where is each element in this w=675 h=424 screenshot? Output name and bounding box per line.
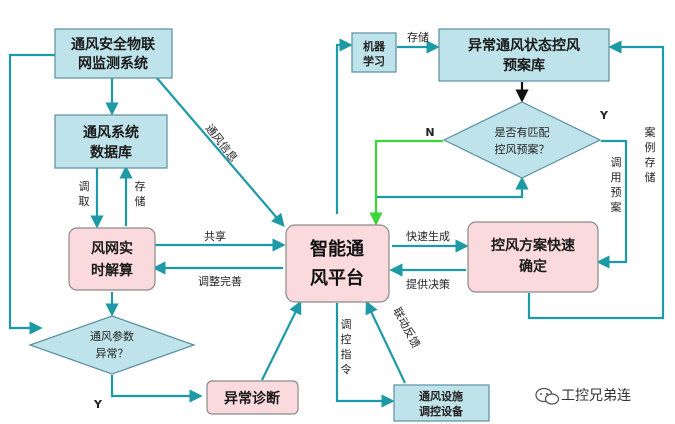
abnormal-diagnosis-label: 异常诊断 <box>224 390 280 407</box>
label-share: 共享 <box>204 229 226 243</box>
label-call-plan-4: 案 <box>611 200 622 214</box>
label-provide-decision: 提供决策 <box>406 277 450 291</box>
label-control-command-3: 指 <box>341 347 352 361</box>
realtime-solve-line1: 风网实 <box>91 240 133 257</box>
connectors <box>8 38 665 408</box>
watermark-text: 工控兄弟连 <box>561 388 631 404</box>
match-check-line1: 是否有匹配 <box>495 125 550 139</box>
label-call-plan-1: 调 <box>611 156 622 169</box>
monitoring-system-line1: 通风安全物联 <box>71 36 156 53</box>
edge-platform-to-match <box>376 176 529 199</box>
label-retrieve-1: 调 <box>79 180 90 193</box>
node-database: 通风系统 数据库 <box>54 114 168 169</box>
plan-library-line2: 预案库 <box>503 57 545 74</box>
label-ventilation-info: 通风信息 <box>203 121 241 164</box>
label-quick-generate: 快速生成 <box>406 229 450 243</box>
label-retrieve-2: 取 <box>79 195 90 208</box>
machine-learning-line2: 学习 <box>363 54 385 68</box>
label-y-abnormal: Y <box>93 398 103 411</box>
label-case-store-1: 案 <box>645 125 656 139</box>
label-case-store-4: 储 <box>645 170 656 184</box>
label-case-store-3: 存 <box>645 155 656 169</box>
edge-diagnosis-to-platform <box>261 300 302 381</box>
edge-device-to-platform <box>365 300 406 384</box>
monitoring-system-line2: 网监测系统 <box>78 55 148 72</box>
label-y-match: Y <box>599 109 609 122</box>
edge-confirm-to-library <box>527 40 665 320</box>
label-store-2: 储 <box>135 194 146 208</box>
node-match-check: 是否有匹配 控风预案？ <box>442 101 602 179</box>
plan-confirm-line1: 控风方案快速 <box>491 237 575 254</box>
control-device-line2: 调控设备 <box>419 404 464 418</box>
param-abnormal-line1: 通风参数 <box>90 329 134 343</box>
database-line2: 数据库 <box>90 144 132 161</box>
plan-confirm-line2: 确定 <box>519 258 547 275</box>
match-check-line2: 控风预案？ <box>495 142 550 156</box>
node-realtime-solve: 风网实 时解算 <box>68 227 156 291</box>
label-adjust-improve: 调整完善 <box>198 274 242 288</box>
label-control-command-2: 控 <box>341 332 352 346</box>
edge-platform-to-device <box>335 303 395 408</box>
node-platform: 智能通 风平台 <box>285 224 390 303</box>
param-abnormal-line2: 异常？ <box>96 347 129 360</box>
node-plan-confirm: 控风方案快速 确定 <box>467 221 599 293</box>
label-control-command-4: 令 <box>341 362 352 376</box>
edge-monitor-to-param <box>8 53 55 335</box>
edge-platform-to-ml <box>335 38 353 214</box>
edge-param-to-diagnosis <box>110 375 203 403</box>
label-call-plan-3: 预 <box>611 186 622 199</box>
platform-line2: 风平台 <box>310 267 364 289</box>
label-linkage-feedback: 联动反馈 <box>390 305 422 350</box>
node-param-abnormal: 通风参数 异常？ <box>28 315 196 375</box>
edge-match-yes-to-confirm <box>596 139 628 269</box>
platform-line1: 智能通 <box>310 238 364 260</box>
node-control-device: 通风设施 调控设备 <box>393 384 490 422</box>
machine-learning-line1: 机器 <box>363 39 386 53</box>
node-monitoring-system: 通风安全物联 网监测系统 <box>54 28 173 79</box>
node-plan-library: 异常通风状态控风 预案库 <box>438 28 610 82</box>
node-machine-learning: 机器 学习 <box>351 32 397 73</box>
control-device-line1: 通风设施 <box>419 389 463 403</box>
label-store-1: 存 <box>135 179 146 193</box>
watermark: 工控兄弟连 <box>535 387 631 405</box>
realtime-solve-line2: 时解算 <box>91 262 133 279</box>
wechat-icon <box>535 387 560 405</box>
node-abnormal-diagnosis: 异常诊断 <box>206 380 299 415</box>
edge-match-no-to-platform <box>369 139 443 226</box>
label-call-plan-2: 用 <box>611 171 622 184</box>
label-n: N <box>425 126 434 139</box>
database-line1: 通风系统 <box>83 124 139 141</box>
plan-library-line1: 异常通风状态控风 <box>468 37 580 54</box>
label-case-store-2: 例 <box>645 140 656 154</box>
label-store-ml: 存储 <box>407 30 429 44</box>
label-control-command-1: 调 <box>341 318 352 331</box>
edge-monitor-to-platform <box>149 69 285 228</box>
